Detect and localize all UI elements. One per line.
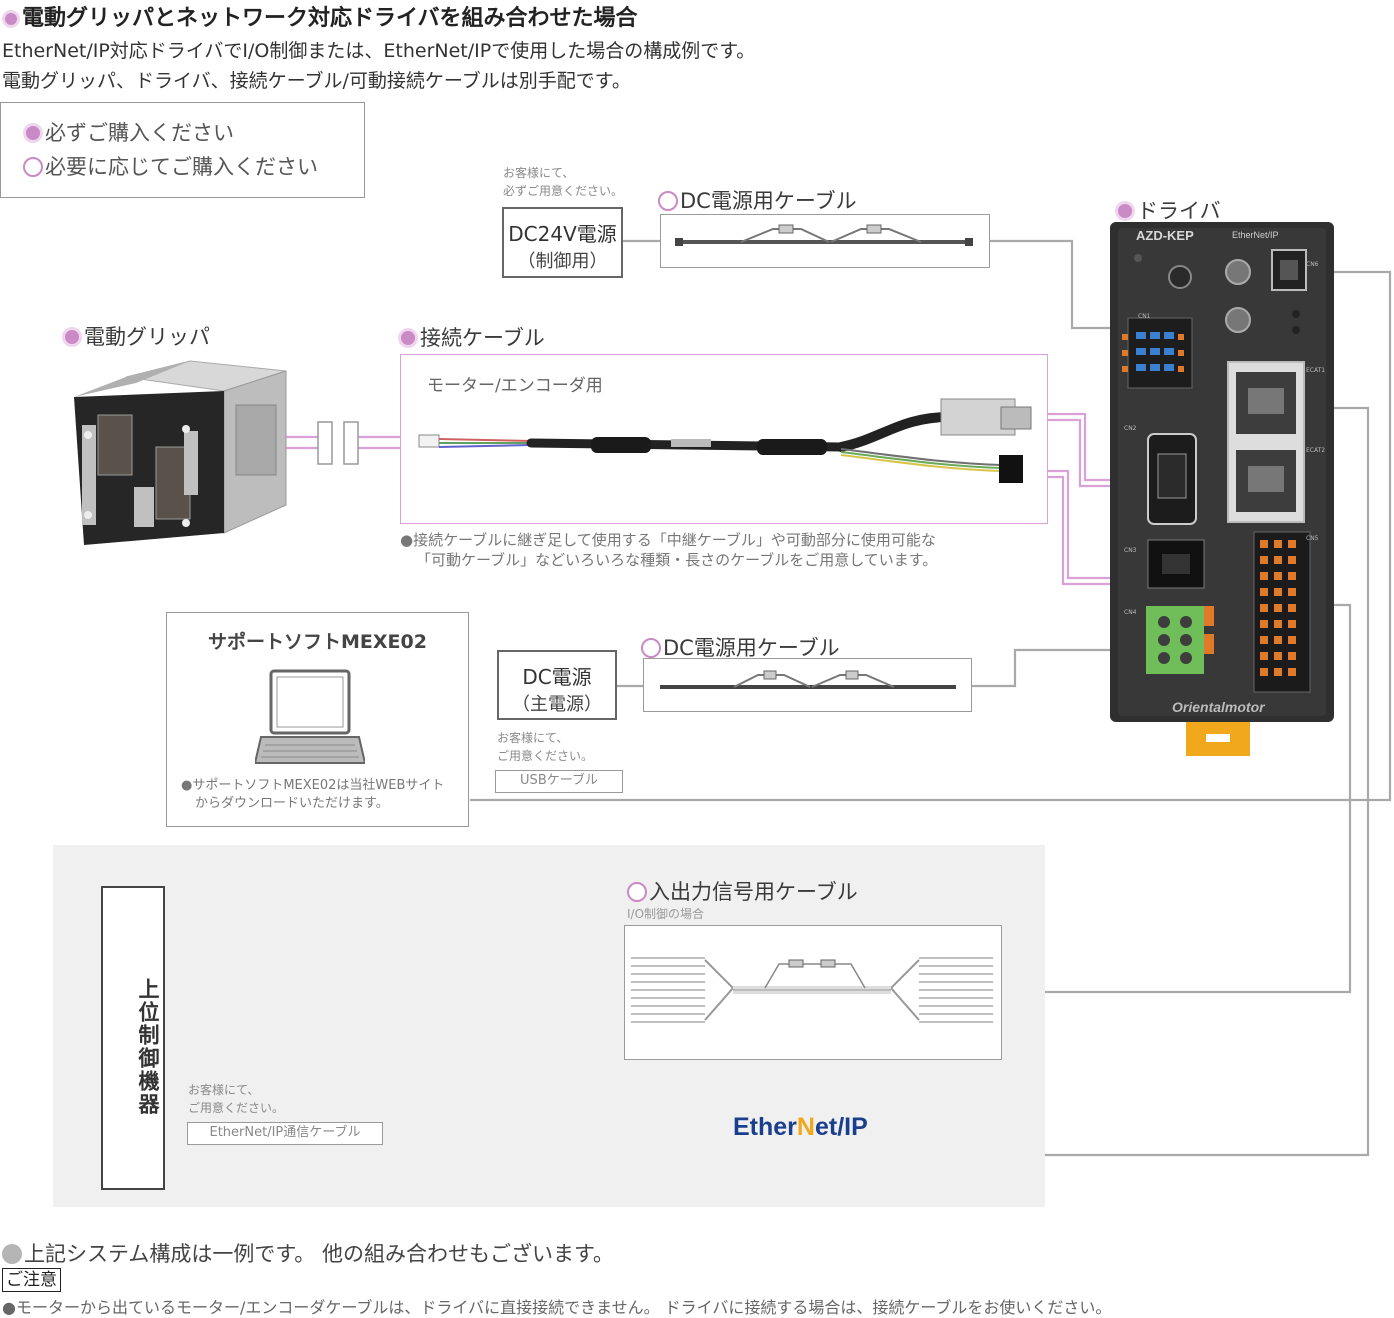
io-cable-sub: I/O制御の場合 [627, 907, 705, 921]
gripper-image [74, 355, 288, 550]
driver-tag-cn6: CN6 [1306, 261, 1319, 268]
legend-box: 必ずご購入ください 必要に応じてご購入ください [0, 102, 365, 198]
conn-cable-sub: モーター/エンコーダ用 [427, 376, 603, 396]
page-title: 電動グリッパとネットワーク対応ドライバを組み合わせた場合 [2, 0, 638, 32]
io-terminal-pins [1260, 540, 1296, 676]
dc-cable-mid-box [643, 658, 972, 712]
ethernet-cable-tag: EtherNet/IP通信ケーブル [187, 1122, 383, 1145]
io-cable-label: 入出力信号用ケーブル [627, 876, 858, 906]
software-box: サポートソフトMEXE02 ●サポートソフトMEXE02は当社WEBサイト から… [166, 612, 469, 827]
caution-text: ●モーターから出ているモーター/エンコーダケーブルは、ドライバに直接接続できませ… [2, 1298, 1112, 1317]
dc24-customer-note: お客様にて、 必ずご用意ください。 [503, 166, 624, 198]
dc-main-customer-note: お客様にて、 ご用意ください。 [497, 731, 594, 763]
driver-unit: AZD-KEP EtherNet/IP [1110, 222, 1334, 756]
driver-tag-ecat2: ECAT2 [1306, 447, 1325, 454]
driver-model: AZD-KEP [1136, 228, 1194, 243]
driver-image: AZD-KEP EtherNet/IP [1110, 222, 1334, 756]
software-title: サポートソフトMEXE02 [208, 631, 427, 653]
gripper-label: 電動グリッパ [62, 321, 210, 351]
conn-cable-label: 接続ケーブル [398, 322, 545, 352]
driver-label: ドライバ [1115, 195, 1221, 225]
optional-icon [658, 191, 678, 211]
laptop-icon [255, 669, 365, 764]
driver-tag-ecat1: ECAT1 [1306, 367, 1325, 374]
host-controller: 上位制御機器 [101, 886, 165, 1190]
driver-tag-cn1: CN1 [1138, 313, 1151, 320]
required-icon [62, 327, 82, 347]
driver-tag-cn5: CN5 [1306, 535, 1319, 542]
optional-icon [641, 638, 661, 658]
dc-cable-top-label: DC電源用ケーブル [658, 185, 857, 215]
intro-line-1: EtherNet/IP対応ドライバでI/O制御または、EtherNet/IPで使… [2, 40, 756, 62]
bullet-icon [2, 1244, 22, 1264]
dc24v-power-supply: DC24V電源 （制御用） [502, 207, 623, 278]
conn-cable-image [418, 398, 1032, 483]
required-icon [398, 328, 418, 348]
legend-optional: 必要に応じてご購入ください [23, 151, 318, 181]
software-note: ●サポートソフトMEXE02は当社WEBサイト からダウンロードいただけます。 [181, 778, 445, 811]
footer-note: 上記システム構成は一例です。 他の組み合わせもございます。 [2, 1238, 614, 1268]
driver-tag-cn3: CN3 [1124, 547, 1137, 554]
driver-port-label: EtherNet/IP [1232, 230, 1279, 240]
optional-icon [627, 882, 647, 902]
intro-line-2: 電動グリッパ、ドライバ、接続ケーブル/可動接続ケーブルは別手配です。 [2, 70, 631, 92]
required-icon [2, 10, 20, 28]
conn-cable-note: ●接続ケーブルに継ぎ足して使用する「中継ケーブル」や可動部分に使用可能な 「可動… [400, 531, 938, 569]
dc-cable-top-box [660, 214, 990, 268]
dc-cable-mid-label: DC電源用ケーブル [641, 632, 840, 662]
dc-cable-mid-image [660, 670, 956, 689]
io-cable-image [631, 957, 993, 1023]
usb-cable-tag: USBケーブル [495, 770, 623, 793]
gripper-unit [74, 360, 287, 545]
driver-tag-cn4: CN4 [1124, 609, 1137, 616]
conn-cable-box: モーター/エンコーダ用 [400, 354, 1048, 524]
required-icon [1115, 201, 1135, 221]
required-icon [23, 123, 43, 143]
io-cable-box [624, 925, 1002, 1060]
host-controller-label: 上位制御機器 [136, 978, 160, 1116]
ethernet-customer-note: お客様にて、 ご用意ください。 [188, 1083, 285, 1115]
ethernet-ip-logo: EtherNet/IP [733, 1113, 868, 1141]
legend-required: 必ずご購入ください [23, 117, 234, 147]
driver-brand: Orientalmotor [1172, 699, 1266, 715]
driver-tag-cn2: CN2 [1124, 425, 1137, 432]
caution-label: ご注意 [2, 1268, 61, 1292]
dc-cable-top-image [675, 224, 973, 246]
optional-icon [23, 157, 43, 177]
dc-main-power-supply: DC電源 （主電源） [497, 650, 617, 720]
